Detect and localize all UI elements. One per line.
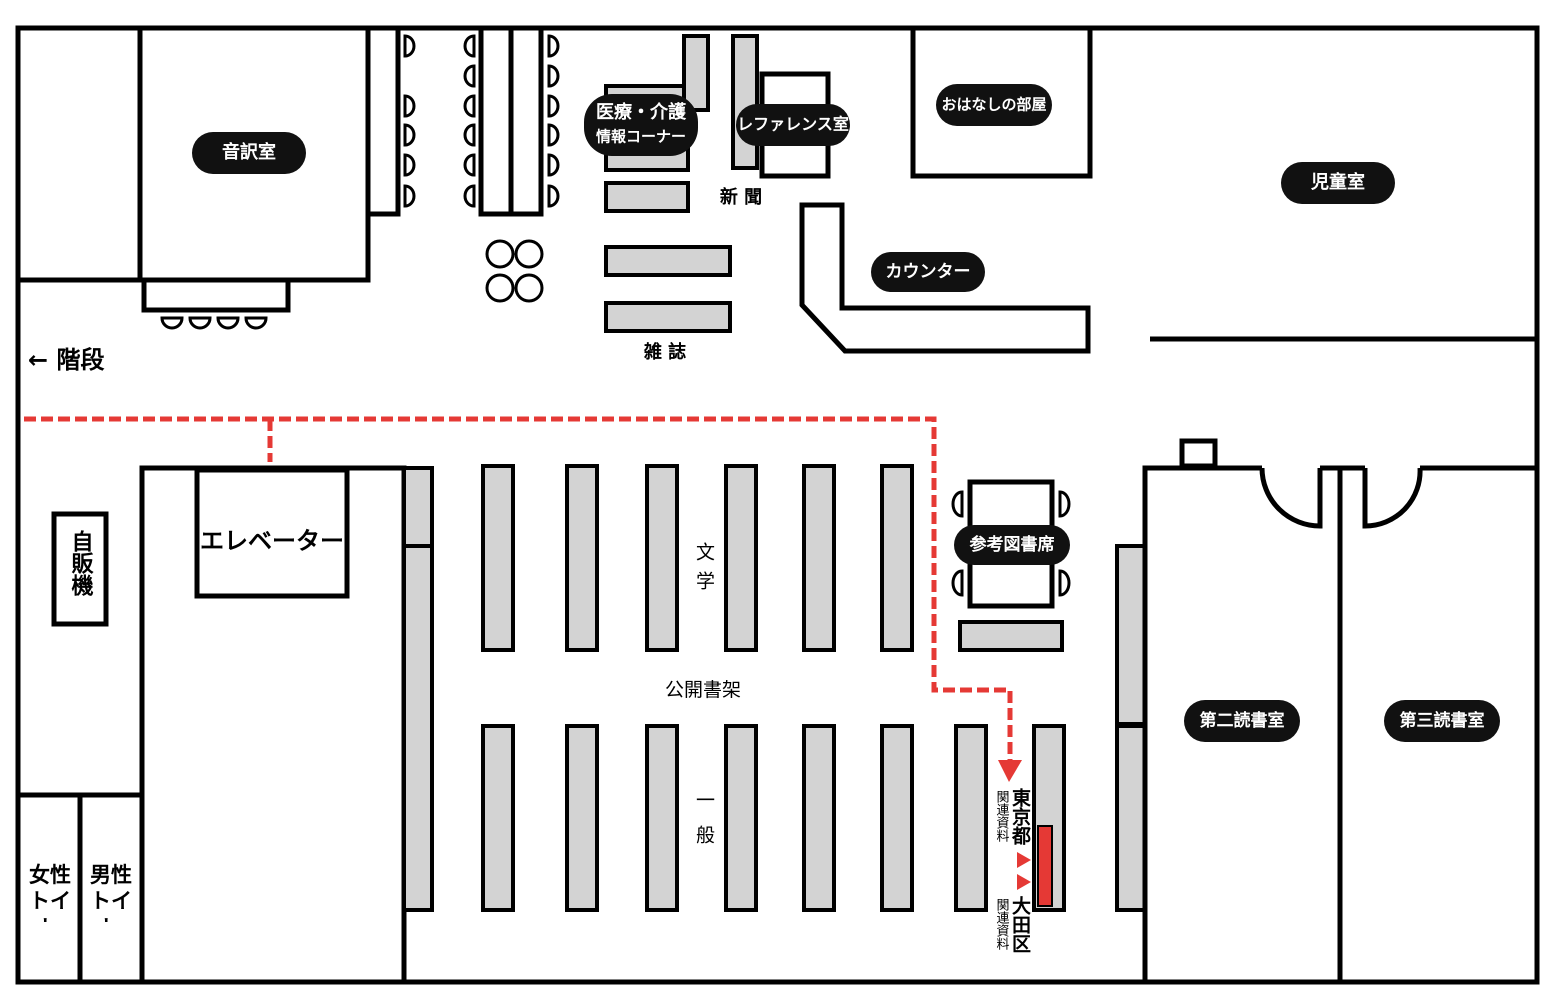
desk-chairs xyxy=(403,34,560,208)
label-iryo: 医療・介護 情報コーナー xyxy=(584,94,698,156)
onyaku-bottom-desk xyxy=(141,277,291,313)
sankou-shelf xyxy=(958,620,1064,652)
svg-text:レファレンス室: レファレンス室 xyxy=(737,115,849,134)
door-2 xyxy=(1259,467,1323,529)
iryo-shelf-vert xyxy=(682,34,710,112)
elevator xyxy=(194,467,350,599)
svg-text:第二読書室: 第二読書室 xyxy=(1200,710,1285,731)
ippan-label: 一般 xyxy=(693,790,715,860)
sankou-chairs xyxy=(951,490,1071,597)
women-wc-label: 女性トイレ xyxy=(29,863,71,922)
men-wc-box: 男性トイレ xyxy=(90,863,132,922)
stools xyxy=(485,239,544,303)
koukai-label: 公開書架 xyxy=(665,679,741,701)
label-counter: カウンター xyxy=(871,252,985,292)
route-arrowhead xyxy=(998,760,1022,782)
ohanashi-room xyxy=(910,28,1093,179)
desk-b xyxy=(508,25,544,217)
label-reference: レファレンス室 xyxy=(736,104,850,146)
label-onyaku: 音訳室 xyxy=(192,132,306,174)
svg-text:第三読書室: 第三読書室 xyxy=(1400,710,1485,731)
vending-machine xyxy=(51,511,109,627)
building-outline xyxy=(15,25,1540,985)
zasshi-shelf-1 xyxy=(604,245,732,277)
zasshi-label: 雑 誌 xyxy=(643,341,686,363)
svg-text:おはなしの部屋: おはなしの部屋 xyxy=(941,96,1046,114)
zasshi-shelf-2 xyxy=(604,301,732,333)
women-wc-box: 女性トイレ xyxy=(29,863,71,922)
svg-text:カウンター: カウンター xyxy=(886,262,971,282)
ota-sub-label: 関連資料 xyxy=(994,898,1010,950)
stairs-label: ← 階段 xyxy=(28,346,104,374)
jihanki-label: 自販機 xyxy=(68,529,94,597)
men-wc-label: 男性トイレ xyxy=(90,863,132,922)
counter-desk xyxy=(799,202,1091,354)
door-3 xyxy=(1362,467,1423,529)
ref-shelf-vert xyxy=(731,34,759,170)
desk-a xyxy=(478,25,514,217)
elevator-label: エレベーター xyxy=(200,527,344,555)
reading-room-2-wall xyxy=(1142,465,1262,982)
onyaku-side-shelf xyxy=(365,25,401,217)
svg-text:医療・介護: 医療・介護 xyxy=(596,101,687,123)
bungaku-label: 文学 xyxy=(693,542,715,600)
label-jidou: 児童室 xyxy=(1281,162,1395,204)
svg-text:音訳室: 音訳室 xyxy=(222,141,276,163)
ota-label: 大田区 xyxy=(1009,895,1031,953)
svg-text:参考図書席: 参考図書席 xyxy=(970,534,1055,555)
svg-text:児童室: 児童室 xyxy=(1310,171,1365,193)
arrow-tokyo xyxy=(1017,852,1031,868)
arrow-ota xyxy=(1017,874,1031,890)
label-ohanashi: おはなしの部屋 xyxy=(936,84,1052,126)
highlight-shelf-marker xyxy=(1037,825,1053,907)
route-path xyxy=(24,416,1013,768)
onyaku-chairs xyxy=(160,316,268,330)
open-shelves xyxy=(402,464,1147,912)
label-daisan: 第三読書室 xyxy=(1384,700,1500,742)
label-sankou: 参考図書席 xyxy=(954,525,1070,565)
tokyo-label: 東京都 xyxy=(1009,787,1032,845)
tokyo-sub-label: 関連資料 xyxy=(994,790,1010,842)
shinbun-label: 新 聞 xyxy=(720,186,762,208)
svg-text:情報コーナー: 情報コーナー xyxy=(596,128,686,146)
label-daini: 第二読書室 xyxy=(1184,700,1300,742)
shinbun-shelf xyxy=(604,181,690,213)
reading-entry-box xyxy=(1179,438,1218,469)
